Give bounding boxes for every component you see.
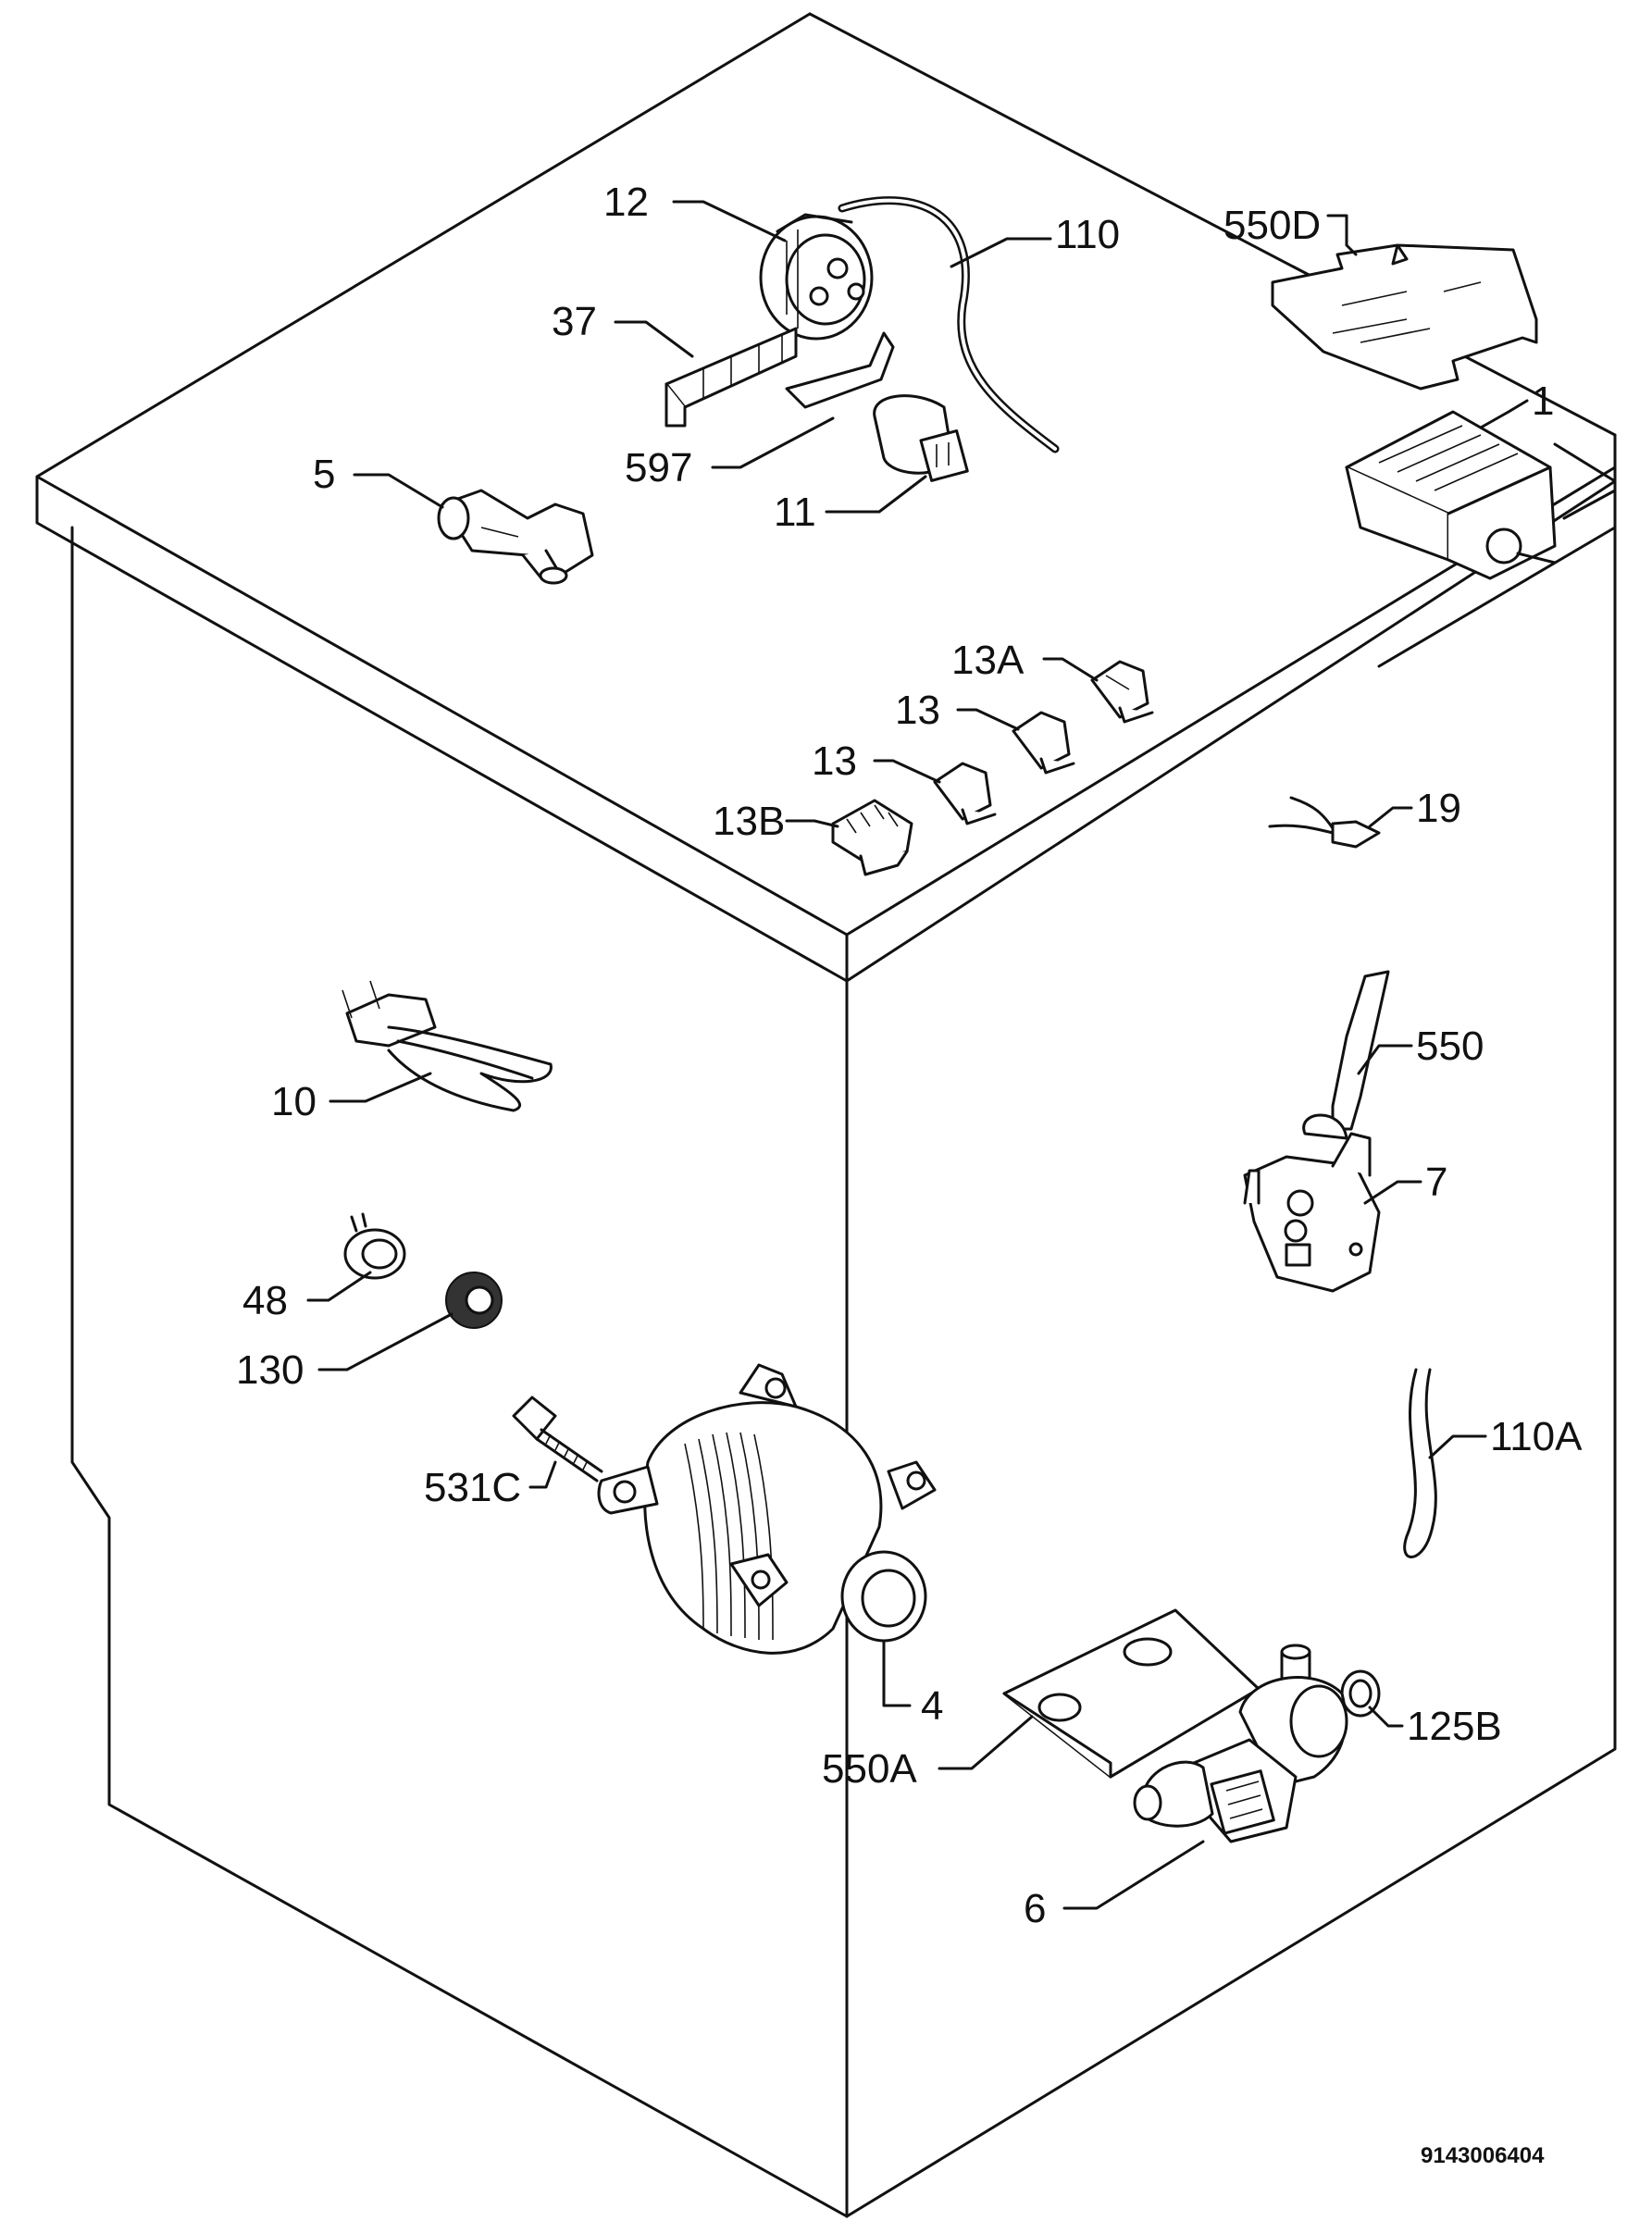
- label-37: 37: [552, 299, 597, 344]
- label-12: 12: [603, 180, 649, 225]
- screw-531c: [512, 1396, 603, 1483]
- timer-1: [1345, 410, 1557, 580]
- pressure-switch-part: [759, 213, 874, 341]
- connector-13-lower: [933, 762, 997, 825]
- label-550a: 550A: [822, 1746, 917, 1792]
- capacitor-11: [873, 394, 969, 482]
- clip-597: [785, 331, 895, 409]
- door-lock-7: [1243, 1113, 1381, 1293]
- part-labels: 12 110 550D 37 1 5 597 11 13A 13 13 13B …: [236, 180, 1583, 1931]
- label-19: 19: [1416, 786, 1461, 831]
- inlet-valve-5: [437, 489, 594, 585]
- label-531c: 531C: [424, 1465, 521, 1510]
- label-13a: 13A: [951, 638, 1025, 683]
- connector-13b: [831, 799, 913, 876]
- label-125b: 125B: [1407, 1704, 1502, 1749]
- label-10: 10: [271, 1079, 317, 1124]
- seal-ring-125b: [1340, 1669, 1381, 1718]
- label-13-lower: 13: [812, 738, 857, 784]
- connector-13a: [1090, 660, 1154, 724]
- motor-4: [597, 1363, 937, 1655]
- label-13-upper: 13: [895, 688, 940, 733]
- sensor-19: [1268, 796, 1381, 849]
- thermostat-48: [343, 1212, 406, 1280]
- heating-element-10: [342, 980, 553, 1112]
- connector-13-upper: [1012, 711, 1075, 775]
- label-4: 4: [921, 1683, 943, 1729]
- label-550d: 550D: [1223, 203, 1321, 248]
- drain-pump-6: [1133, 1644, 1348, 1843]
- label-110: 110: [1055, 212, 1120, 257]
- label-550: 550: [1416, 1024, 1484, 1069]
- label-5: 5: [313, 452, 335, 497]
- label-597: 597: [625, 445, 692, 490]
- label-7: 7: [1425, 1160, 1447, 1205]
- label-1: 1: [1532, 378, 1554, 424]
- label-110a: 110A: [1490, 1414, 1583, 1459]
- label-130: 130: [236, 1347, 304, 1393]
- label-13b: 13B: [713, 799, 785, 844]
- label-48: 48: [242, 1278, 288, 1323]
- leader-lines: [306, 200, 1529, 1910]
- connector-bar-37: [665, 327, 798, 428]
- bracket-550: [1331, 970, 1390, 1131]
- drawing-code: 9143006404: [1421, 2143, 1545, 2168]
- pulley-130: [445, 1272, 503, 1329]
- cover-plate-550d: [1271, 243, 1538, 391]
- label-11: 11: [774, 490, 816, 535]
- hose-110a: [1403, 1368, 1437, 1558]
- label-6: 6: [1024, 1886, 1046, 1931]
